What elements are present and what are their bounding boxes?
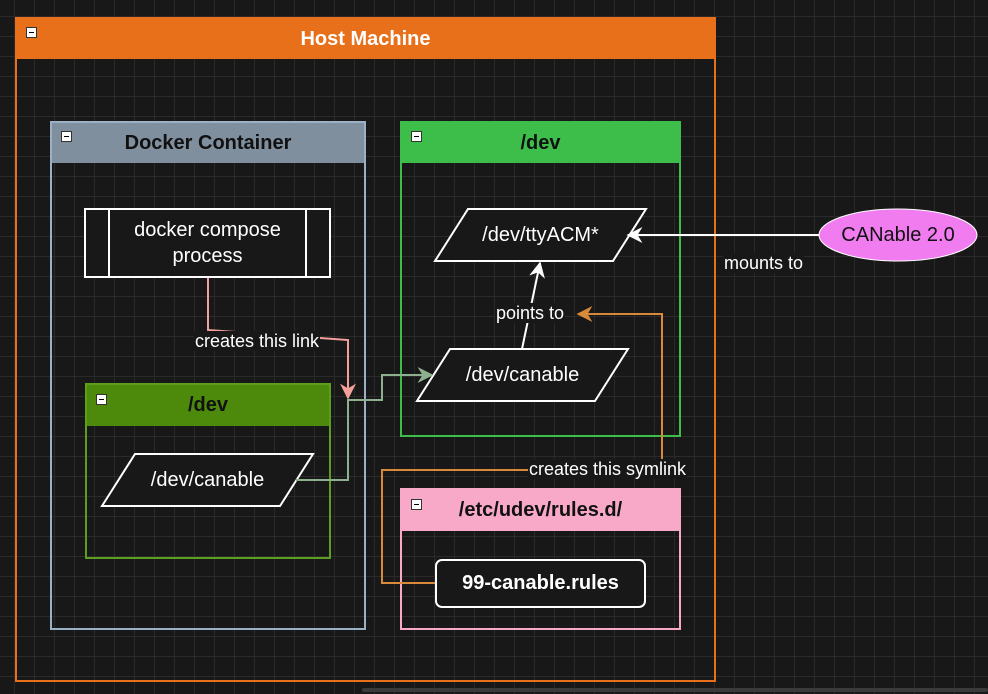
udev-rules-header: /etc/udev/rules.d/ bbox=[402, 490, 679, 531]
docker-container-group[interactable]: Docker Container bbox=[50, 121, 366, 630]
horizontal-scrollbar[interactable] bbox=[362, 688, 988, 692]
docker-compose-process[interactable]: docker compose process bbox=[84, 208, 331, 278]
host-dev-canable-label: /dev/canable bbox=[465, 364, 580, 386]
docker-container-header: Docker Container bbox=[52, 123, 364, 163]
collapse-icon[interactable] bbox=[411, 131, 422, 142]
udev-rules-title: /etc/udev/rules.d/ bbox=[458, 499, 623, 521]
docker-container-title: Docker Container bbox=[124, 131, 292, 154]
docker-dev-header: /dev bbox=[87, 385, 329, 426]
process-right-bar bbox=[305, 210, 307, 276]
host-machine-header: Host Machine bbox=[17, 19, 714, 59]
host-dev-title: /dev bbox=[520, 131, 561, 154]
docker-dev-canable-shape bbox=[100, 453, 315, 507]
host-dev-header: /dev bbox=[402, 123, 679, 163]
creates-symlink-label: creates this symlink bbox=[528, 459, 688, 479]
host-dev-group[interactable]: /dev bbox=[400, 121, 681, 437]
host-dev-canable-shape bbox=[415, 348, 630, 402]
collapse-icon[interactable] bbox=[96, 394, 107, 405]
docker-dev-canable-label: /dev/canable bbox=[150, 469, 265, 491]
collapse-icon[interactable] bbox=[411, 499, 422, 510]
rules-file-box[interactable]: 99-canable.rules bbox=[435, 559, 646, 608]
docker-dev-title: /dev bbox=[187, 394, 229, 416]
collapse-icon[interactable] bbox=[61, 131, 72, 142]
canable-device-label[interactable]: CANable 2.0 bbox=[841, 224, 955, 246]
process-left-bar bbox=[108, 210, 110, 276]
host-machine-title: Host Machine bbox=[300, 27, 431, 50]
points-to-label: points to bbox=[495, 303, 566, 323]
udev-rules-group[interactable]: /etc/udev/rules.d/ bbox=[400, 488, 681, 630]
host-dev-ttyacm-shape bbox=[433, 208, 648, 262]
creates-link-label: creates this link bbox=[194, 331, 321, 351]
dev-mapping-edge bbox=[296, 367, 434, 481]
rules-file-label: 99-canable.rules bbox=[462, 572, 619, 594]
collapse-icon[interactable] bbox=[26, 27, 37, 38]
docker-compose-process-label: docker compose process bbox=[134, 219, 281, 267]
host-dev-ttyacm-label: /dev/ttyACM* bbox=[482, 224, 599, 246]
host-machine-group[interactable]: Host Machine bbox=[15, 17, 716, 682]
mounts-to-label: mounts to bbox=[723, 253, 805, 273]
creates-symlink-edge bbox=[381, 306, 663, 584]
docker-dev-group[interactable]: /dev bbox=[85, 383, 331, 559]
